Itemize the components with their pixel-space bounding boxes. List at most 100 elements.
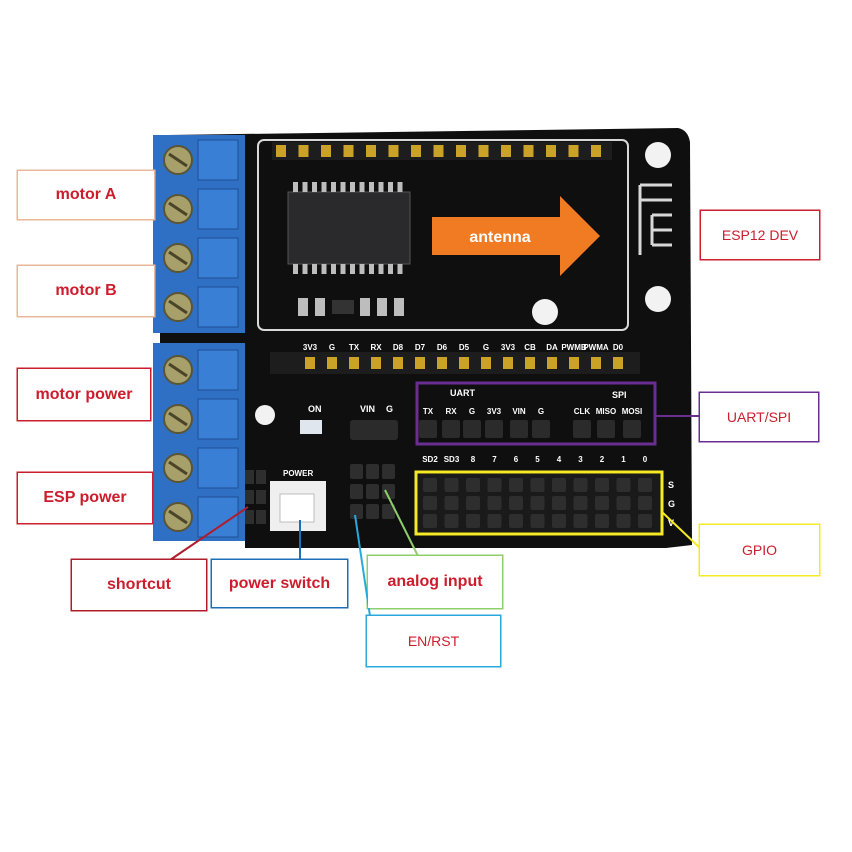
- mid-pin-row: [305, 357, 623, 369]
- header-pin: [569, 357, 579, 369]
- gpio-pin-label: 0: [643, 455, 648, 464]
- gpio-pin: [638, 478, 652, 492]
- mid-pin-label: D5: [459, 343, 470, 352]
- header-pin: [327, 357, 337, 369]
- screw-slot: [168, 362, 188, 378]
- power-led: [300, 420, 322, 434]
- power-switch-label: power switch: [212, 560, 347, 607]
- terminal-cell: [197, 349, 239, 391]
- gpio-pin: [423, 496, 437, 510]
- header-pin: [350, 464, 363, 479]
- ic-leg: [388, 182, 393, 192]
- header-pin: [382, 484, 395, 499]
- header-pin: [591, 357, 601, 369]
- header-pin: [393, 357, 403, 369]
- header-pin: [437, 357, 447, 369]
- power-label: POWER: [283, 469, 313, 478]
- ic-leg: [388, 264, 393, 274]
- header-pin: [419, 420, 437, 438]
- motor-power-label: motor power: [18, 369, 150, 420]
- gpio-pin-label: 1: [621, 455, 626, 464]
- uart-label: UART: [450, 388, 475, 398]
- spi-label: SPI: [612, 390, 627, 400]
- ic-leg: [350, 264, 355, 274]
- header-pin: [613, 357, 623, 369]
- header-pin: [343, 145, 354, 157]
- ic-leg: [321, 182, 327, 192]
- gpio-pin-label: 5: [535, 455, 540, 464]
- header-pin: [456, 145, 466, 157]
- ic-leg: [312, 264, 317, 274]
- side-letter: V: [668, 518, 674, 528]
- header-pin: [459, 357, 469, 369]
- driver-ic-chip: [287, 191, 411, 265]
- vin-label: VIN: [360, 404, 375, 414]
- motor-a-label: motor A: [18, 171, 154, 219]
- gpio-pin: [616, 478, 631, 492]
- header-pin: [525, 357, 535, 369]
- gpio-pin: [444, 496, 459, 510]
- gpio-pin: [487, 496, 502, 510]
- left-pin-header: [244, 470, 266, 524]
- antenna-arrow-icon: [432, 196, 600, 276]
- ic-leg: [312, 182, 317, 192]
- analog-input-label: analog input: [368, 556, 502, 608]
- screw-slot: [168, 299, 188, 315]
- terminal-cell: [197, 496, 239, 538]
- header-pin: [485, 420, 503, 438]
- header-pin: [597, 420, 615, 438]
- mid-pin-label: G: [483, 343, 489, 352]
- gpio-pin: [573, 514, 588, 528]
- header-pin: [321, 145, 331, 157]
- uart-spi-pin-label: CLK: [574, 407, 591, 416]
- header-pin: [411, 145, 421, 157]
- gpio-pin: [509, 514, 523, 528]
- mid-pin-label: G: [329, 343, 335, 352]
- header-pin: [366, 504, 379, 519]
- gpio-pin: [595, 478, 609, 492]
- terminal-cell: [197, 237, 239, 279]
- screw-slot: [168, 250, 188, 266]
- uart-spi-pin-label: MISO: [596, 407, 616, 416]
- mid-pin-label: PWMA: [583, 343, 609, 352]
- ic-leg: [369, 264, 374, 274]
- mid-header-pins: [270, 352, 640, 374]
- gpio-pin: [552, 496, 566, 510]
- gpio-pin: [466, 478, 480, 492]
- header-pin: [382, 464, 395, 479]
- header-pin: [366, 484, 379, 499]
- on-label: ON: [308, 404, 322, 414]
- header-pin: [276, 145, 286, 157]
- gpio-highlight: [414, 470, 664, 536]
- uart-spi-label: UART/SPI: [700, 393, 818, 441]
- header-pin: [546, 145, 556, 157]
- mid-pin-label: PWMB: [561, 343, 587, 352]
- header-pin: [298, 145, 309, 157]
- antenna-label: antenna: [469, 229, 530, 246]
- terminal-cell: [197, 398, 239, 440]
- terminal-cell: [197, 286, 239, 328]
- ic-leg: [359, 264, 365, 274]
- gpio-pin: [573, 478, 588, 492]
- ic-leg: [331, 264, 336, 274]
- gpio-pin-label: SD3: [444, 455, 460, 464]
- shortcut-connector-line: [169, 506, 249, 561]
- header-pin: [256, 510, 266, 524]
- motor-b-label: motor B: [18, 266, 154, 316]
- ic-leg: [302, 182, 308, 192]
- gpio-connector-line: [661, 511, 701, 549]
- ic-leg: [340, 182, 346, 192]
- esp12-dev-label: ESP12 DEV: [701, 211, 819, 259]
- mid-pin-label: RX: [370, 343, 382, 352]
- top-pin-row: [276, 145, 601, 157]
- uart-spi-pin-label: VIN: [512, 407, 526, 416]
- mid-pin-label: CB: [524, 343, 536, 352]
- header-pin: [510, 420, 528, 438]
- header-pin: [350, 504, 363, 519]
- screw-slot: [168, 509, 188, 525]
- gpio-pin: [423, 478, 437, 492]
- uart-spi-pins: [419, 420, 641, 438]
- en-rst-connector-line: [354, 514, 371, 617]
- header-pin: [415, 357, 425, 369]
- gpio-pin: [552, 478, 566, 492]
